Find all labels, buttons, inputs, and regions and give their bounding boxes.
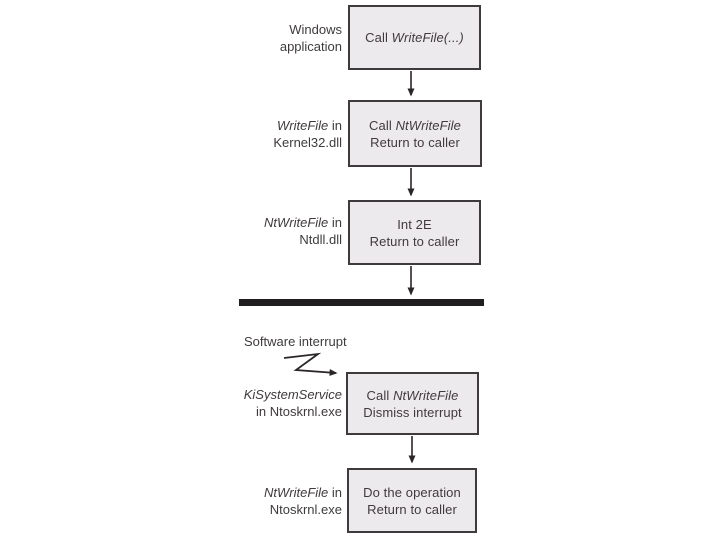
- label-line: Ntdll.dll: [299, 231, 342, 247]
- user-kernel-divider: [239, 299, 484, 306]
- box-line: Return to caller: [370, 134, 460, 150]
- box-do-the-operation: Do the operation Return to caller: [347, 468, 477, 533]
- box-line: Int 2E: [397, 216, 432, 232]
- box-line: Return to caller: [369, 233, 460, 249]
- label-line: in Ntoskrnl.exe: [256, 403, 342, 419]
- label-line: NtWriteFile in: [263, 215, 342, 230]
- box-line: Call NtWriteFile: [369, 117, 461, 133]
- box-call-writefile: Call WriteFile(...): [348, 5, 481, 70]
- side-label-ntwritefile-ntoskrnl: NtWriteFile in Ntoskrnl.exe: [264, 485, 342, 518]
- side-label-ntwritefile-ntdll: NtWriteFile in Ntdll.dll: [264, 215, 342, 248]
- software-interrupt-label: Software interrupt: [244, 334, 347, 349]
- box-kisystemservice-call-ntwritefile: Call NtWriteFile Dismiss interrupt: [346, 372, 479, 435]
- label-line: Windows: [289, 22, 342, 37]
- box-kernel32-call-ntwritefile: Call NtWriteFile Return to caller: [348, 100, 482, 167]
- label-line: KiSystemService: [243, 387, 342, 402]
- box-line: Call NtWriteFile: [366, 387, 459, 403]
- label-line: application: [279, 38, 342, 54]
- label-line: NtWriteFile in: [263, 485, 342, 500]
- box-line: Call WriteFile(...): [365, 30, 464, 45]
- box-line: Dismiss interrupt: [363, 404, 462, 420]
- box-line: Return to caller: [367, 501, 457, 517]
- side-label-writefile-kernel32: WriteFile in Kernel32.dll: [273, 118, 342, 151]
- label-line: Kernel32.dll: [273, 134, 342, 150]
- side-label-windows-application: Windows application: [280, 22, 342, 55]
- box-line: Do the operation: [363, 484, 461, 500]
- box-int-2e: Int 2E Return to caller: [348, 200, 481, 265]
- software-interrupt-arrow: [283, 352, 338, 377]
- side-label-kisystemservice-ntoskrnl: KiSystemService in Ntoskrnl.exe: [244, 387, 342, 420]
- label-line: Ntoskrnl.exe: [269, 501, 342, 517]
- label-line: WriteFile in: [276, 118, 342, 133]
